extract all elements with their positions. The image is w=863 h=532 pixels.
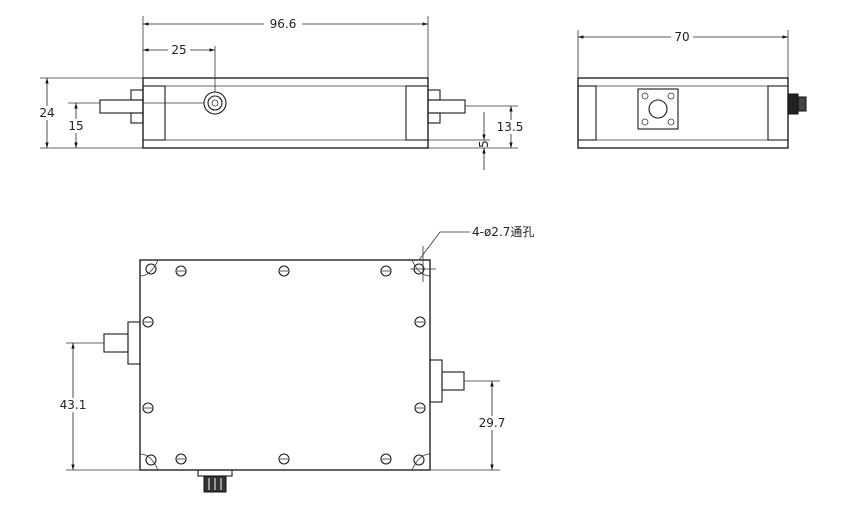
front-view-body (142, 77, 429, 149)
plan-view: 4-ø2.7通孔 43.1 29.7 (58, 225, 534, 493)
dim-connector-height-15: 15 (68, 119, 83, 133)
plan-view-body (139, 259, 431, 471)
side-left-flange (577, 85, 597, 141)
plan-left-rf-connector (103, 321, 141, 365)
side-dc-connector (787, 93, 807, 115)
hole-callout: 4-ø2.7通孔 (410, 225, 534, 282)
dim-rf-offset-5: 5 (477, 140, 491, 148)
dim-connector-offset-25: 25 (171, 43, 186, 57)
dim-depth-70: 70 (674, 30, 689, 44)
hole-note: 4-ø2.7通孔 (472, 225, 534, 239)
front-right-rf-connector (427, 89, 466, 124)
side-view-body (577, 77, 789, 149)
side-view: 70 (577, 30, 807, 149)
dim-rf-height-13-5: 13.5 (497, 120, 524, 134)
front-left-rf-connector (99, 89, 144, 124)
lid-screws (142, 265, 426, 465)
dim-width-96-6: 96.6 (270, 17, 297, 31)
dim-left-port-43-1: 43.1 (60, 398, 87, 412)
side-rf-connector-face (637, 88, 679, 130)
corner-mounting-holes (139, 259, 431, 471)
plan-dc-connector (197, 469, 233, 493)
dim-height-24: 24 (39, 106, 54, 120)
plan-right-rf-connector (429, 359, 465, 403)
dim-right-port-29-7: 29.7 (479, 416, 506, 430)
front-view: 96.6 25 24 15 13.5 5 (37, 16, 527, 170)
